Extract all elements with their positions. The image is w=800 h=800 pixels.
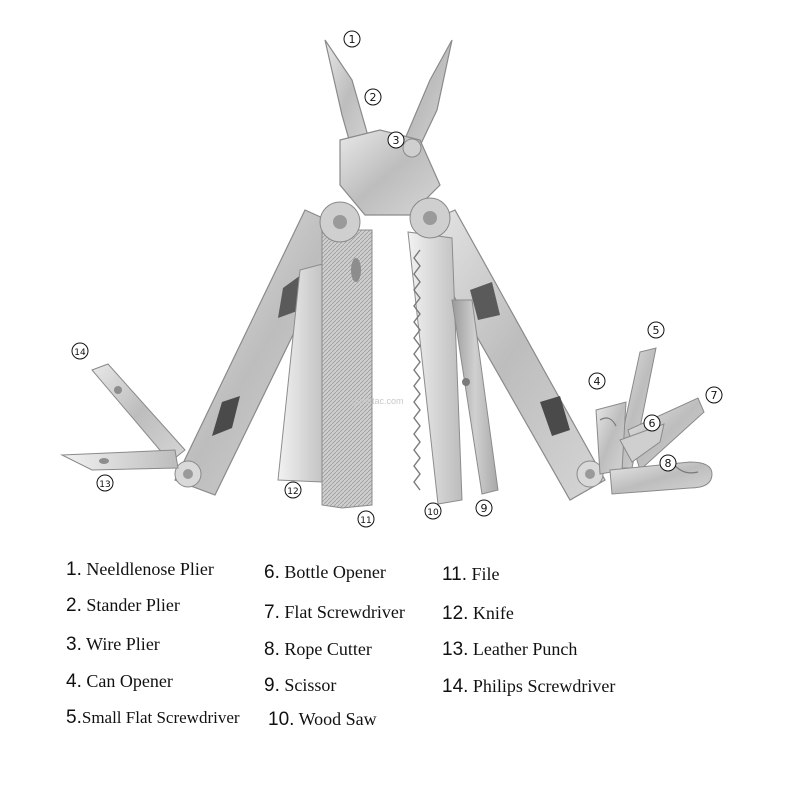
legend-label: Stander Plier [86, 595, 180, 615]
file-tool [321, 229, 373, 509]
legend-item-13: 13. Leather Punch [442, 638, 577, 661]
svg-text:8: 8 [665, 457, 672, 470]
legend-label: Wood Saw [298, 709, 377, 729]
legend-label: Can Opener [86, 671, 173, 691]
legend-item-2: 2. Stander Plier [66, 594, 180, 617]
callout-6: 6 [643, 414, 661, 432]
callout-5: 5 [647, 321, 665, 339]
legend-label: Bottle Opener [284, 562, 386, 582]
callout-13: 13 [96, 474, 114, 492]
scissor-tool [451, 299, 499, 495]
legend-number: 10. [268, 709, 295, 730]
svg-text:1: 1 [349, 33, 356, 46]
multitool-illustration: genetac.com 1 2 3 4 5 6 7 8 9 10 1 [60, 30, 723, 528]
legend-label: Flat Screwdriver [284, 602, 405, 622]
legend-item-9: 9. Scissor [264, 674, 336, 697]
callout-9: 9 [475, 499, 493, 517]
legend-label: Small Flat Screwdriver [81, 708, 240, 727]
callout-11: 11 [357, 510, 375, 528]
legend-number: 11. [442, 564, 468, 585]
svg-text:4: 4 [594, 375, 601, 388]
legend-item-3: 3. Wire Plier [66, 633, 160, 656]
legend-label: Leather Punch [472, 639, 578, 659]
legend-item-8: 8. Rope Cutter [264, 638, 372, 661]
wood-saw [407, 231, 463, 505]
legend-item-5: 5.Small Flat Screwdriver [66, 707, 240, 729]
legend-label: Scissor [284, 675, 337, 695]
svg-text:14: 14 [74, 348, 86, 358]
svg-text:5: 5 [653, 324, 660, 337]
svg-text:3: 3 [393, 134, 400, 147]
legend-number: 13. [442, 639, 469, 660]
svg-text:10: 10 [427, 508, 439, 518]
callout-3: 3 [387, 131, 405, 149]
legend-item-12: 12. Knife [442, 602, 514, 625]
legend-label: Philips Screwdriver [472, 676, 616, 696]
legend-number: 9. [264, 675, 280, 696]
watermark: genetac.com [352, 396, 404, 406]
can-opener [595, 401, 627, 475]
legend-number: 3. [66, 634, 82, 655]
legend-item-7: 7. Flat Screwdriver [264, 601, 405, 624]
legend-item-11: 11. File [442, 563, 500, 586]
legend-number: 2. [66, 595, 82, 616]
callout-14: 14 [71, 342, 89, 360]
svg-text:7: 7 [711, 389, 718, 402]
legend-number: 7. [264, 602, 280, 623]
legend-label: Wire Plier [86, 634, 160, 654]
callout-4: 4 [588, 372, 606, 390]
legend-label: Rope Cutter [284, 639, 372, 659]
legend-number: 4. [66, 671, 82, 692]
svg-text:13: 13 [99, 480, 110, 490]
callout-12: 12 [284, 481, 302, 499]
svg-text:12: 12 [287, 487, 298, 497]
leather-punch [60, 449, 179, 471]
legend-item-1: 1. Neeldlenose Plier [66, 558, 214, 581]
callout-10: 10 [424, 502, 442, 520]
svg-text:11: 11 [360, 516, 371, 526]
callout-7: 7 [705, 386, 723, 404]
legend-label: Knife [472, 603, 514, 623]
legend-number: 5. [66, 707, 82, 728]
legend-item-6: 6. Bottle Opener [264, 561, 386, 584]
philips-screwdriver [91, 363, 186, 463]
legend-number: 8. [264, 639, 280, 660]
legend-number: 6. [264, 562, 280, 583]
legend-item-14: 14. Philips Screwdriver [442, 675, 615, 698]
legend-label: Neeldlenose Plier [86, 559, 214, 579]
svg-text:6: 6 [649, 417, 656, 430]
callout-2: 2 [364, 88, 382, 106]
legend-label: File [471, 564, 500, 584]
svg-text:9: 9 [481, 502, 488, 515]
legend-number: 12. [442, 603, 469, 624]
legend-item-4: 4. Can Opener [66, 670, 173, 693]
legend-number: 1. [66, 559, 82, 580]
plier-head [319, 39, 453, 243]
legend-number: 14. [442, 676, 469, 697]
callout-1: 1 [343, 30, 361, 48]
svg-text:2: 2 [370, 91, 377, 104]
legend-item-10: 10. Wood Saw [268, 708, 377, 731]
callout-8: 8 [659, 454, 677, 472]
